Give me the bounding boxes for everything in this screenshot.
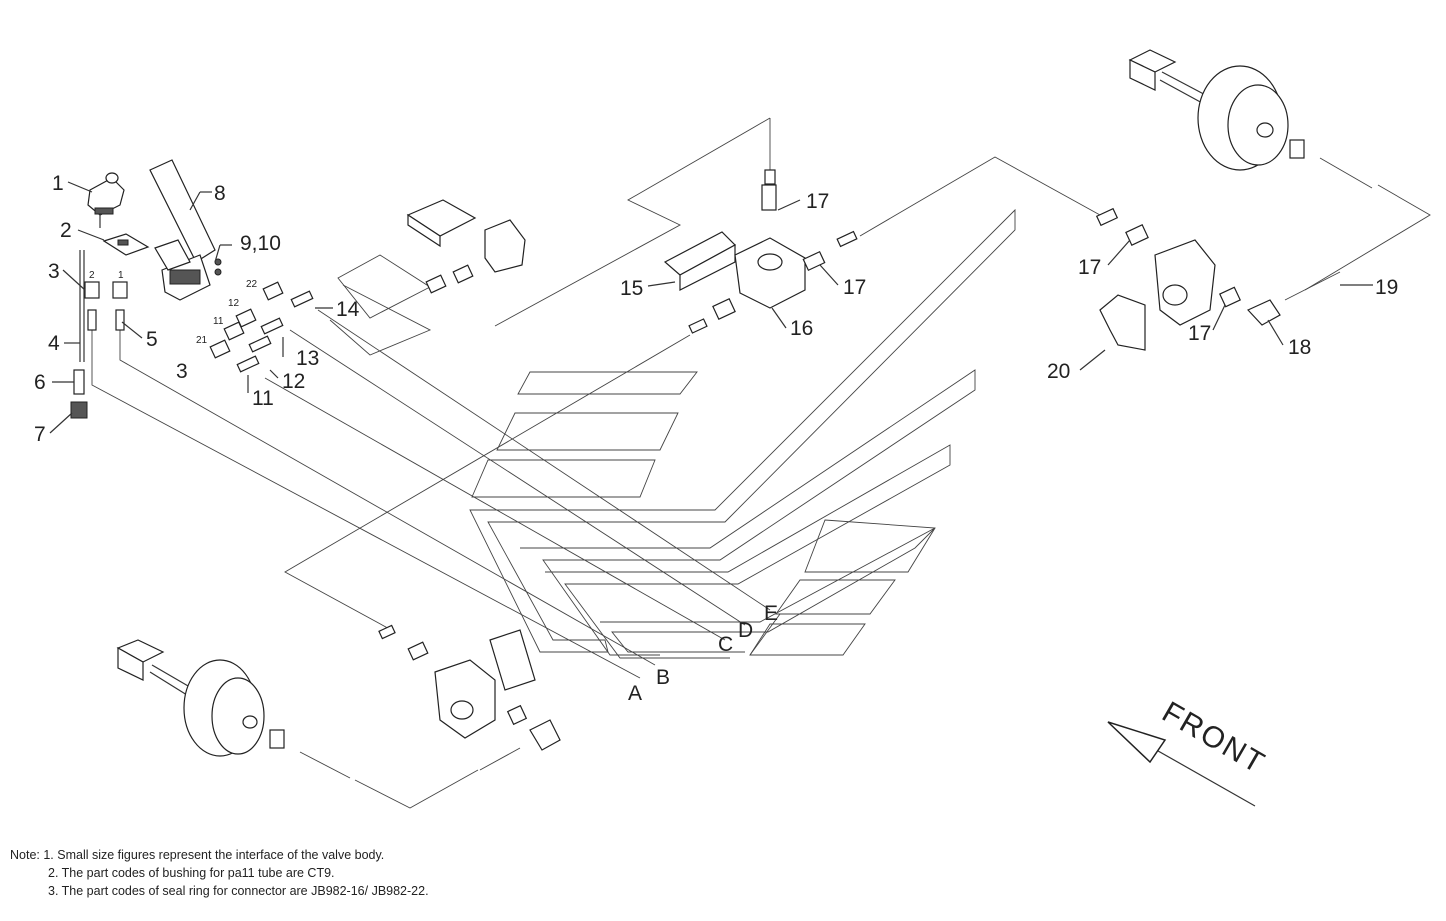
- port-label-21: 21: [196, 335, 208, 346]
- part-5-tube: [115, 309, 125, 331]
- brake-chamber-top-right: [1128, 49, 1373, 189]
- part-8-brake-pedal: [149, 159, 216, 301]
- callout-5: 5: [146, 328, 158, 351]
- part-9-10-screws: [214, 258, 222, 276]
- line-letter-d: D: [738, 619, 753, 642]
- callout-12: 12: [282, 370, 305, 393]
- part-7-nut: [70, 401, 88, 419]
- callout-4: 4: [48, 332, 60, 355]
- line-letter-c: C: [718, 633, 733, 656]
- callout-1: 1: [52, 172, 64, 195]
- callout-18: 18: [1288, 336, 1311, 359]
- notes-block: Note: 1. Small size figures represent th…: [10, 846, 429, 900]
- callout-8: 8: [214, 182, 226, 205]
- callout-14: 14: [336, 298, 360, 321]
- note-line-2: 2. The part codes of bushing for pa11 tu…: [48, 866, 335, 880]
- part-2-mount-plate: [102, 233, 150, 256]
- callout-9-10: 9,10: [240, 232, 281, 255]
- callout-leaders: [49, 181, 1373, 434]
- part-15-bracket: [663, 231, 736, 291]
- line-letter-b: B: [656, 666, 670, 689]
- chassis-frame-outline: [469, 208, 1016, 659]
- note-line-3: 3. The part codes of seal ring for conne…: [48, 884, 429, 898]
- callout-6: 6: [34, 371, 46, 394]
- part-16-quick-release-valve: [688, 169, 858, 334]
- line-letter-a: A: [628, 682, 642, 705]
- callout-7: 7: [34, 423, 46, 446]
- callout-17-b: 17: [843, 276, 866, 299]
- callout-13: 13: [296, 347, 319, 370]
- callout-17-d: 17: [1188, 322, 1211, 345]
- callout-15: 15: [620, 277, 643, 300]
- part-6-connector: [73, 369, 85, 395]
- note-line-1: Note: 1. Small size figures represent th…: [10, 848, 385, 862]
- port-label-12: 12: [228, 298, 240, 309]
- callout-2: 2: [60, 219, 72, 242]
- callout-20: 20: [1047, 360, 1070, 383]
- callout-11: 11: [252, 387, 274, 410]
- callout-16: 16: [790, 317, 813, 340]
- part-4-tube: [87, 309, 97, 331]
- line-letter-e: E: [764, 602, 778, 625]
- callout-19: 19: [1375, 276, 1398, 299]
- parts-11-14-fittings: [209, 281, 314, 373]
- callout-3b: 3: [176, 360, 188, 383]
- callout-labels: 1 2 3 4 5 6 7 8 9,10 3 11 12 13 14 15 16…: [34, 172, 1398, 446]
- front-label: FRONT: [1157, 695, 1272, 780]
- part-20-bracket: [1099, 294, 1146, 351]
- port-label-1: 1: [118, 270, 124, 281]
- front-direction-arrow: FRONT: [1107, 695, 1272, 807]
- relay-valve-bottom: [378, 624, 561, 771]
- relay-valve-right: [1095, 207, 1341, 326]
- port-label-11: 11: [213, 316, 224, 327]
- part-1-hand-valve: [87, 172, 125, 228]
- port-label-2: 2: [89, 270, 95, 281]
- callout-3: 3: [48, 260, 60, 283]
- port-labels: 2 1 22 12 11 21: [89, 270, 258, 346]
- line-letters: A B C D E: [628, 602, 778, 705]
- port-label-22: 22: [246, 279, 258, 290]
- callout-17-c: 17: [1078, 256, 1101, 279]
- mount-plate-center: [406, 199, 526, 294]
- pipe-lines: [91, 117, 1431, 809]
- part-3-fitting: [79, 250, 128, 362]
- callout-17-a: 17: [806, 190, 829, 213]
- brake-chamber-bottom-left: [116, 639, 351, 779]
